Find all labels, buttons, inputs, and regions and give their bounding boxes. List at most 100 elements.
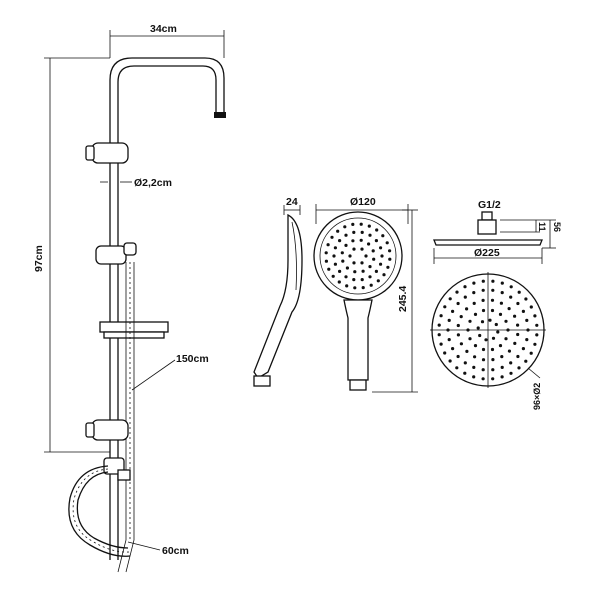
- overhead-nozzle-dot: [500, 375, 504, 379]
- hand-nozzle-dot: [360, 278, 364, 282]
- overhead-nozzle-dot: [521, 309, 526, 313]
- overhead-nozzle-dot: [437, 323, 441, 327]
- hand-nozzle-dot: [382, 273, 386, 277]
- overhead-nozzle-dot: [491, 288, 495, 292]
- overhead-shower-nozzles: [437, 279, 539, 381]
- hand-nozzle-dot: [352, 278, 356, 282]
- overhead-nozzle-dot: [468, 319, 472, 323]
- overhead-nozzle-dot: [448, 359, 452, 363]
- hand-nozzle-dot: [375, 228, 379, 232]
- hand-nozzle-dot: [331, 274, 335, 278]
- overhead-height-label: 56: [552, 222, 562, 232]
- overhead-nozzle-dot: [525, 338, 529, 342]
- overhead-nozzle-dot: [490, 298, 495, 302]
- overhead-diameter-label: Ø225: [474, 247, 500, 259]
- hand-nozzle-dot: [348, 254, 352, 258]
- overhead-nozzle-dot: [468, 337, 472, 341]
- hand-nozzle-dot: [368, 265, 372, 269]
- overhead-nozzle-dot: [456, 323, 460, 328]
- hand-nozzle-dot: [367, 242, 371, 246]
- hand-shower-front-view: [313, 204, 418, 393]
- overhead-shower-side-view: [433, 211, 556, 264]
- overhead-nozzle-dot: [529, 351, 533, 355]
- overhead-nozzle-dot: [491, 377, 495, 381]
- hand-nozzle-dot: [376, 279, 380, 283]
- overhead-nozzle-dot: [535, 323, 539, 327]
- overhead-shower-front-view: [430, 272, 546, 388]
- overhead-nozzle-dot: [473, 312, 478, 316]
- overhead-nozzle-dot: [521, 347, 526, 351]
- overhead-nozzle-dot: [509, 295, 513, 299]
- overhead-nozzle-dot: [490, 308, 495, 313]
- overhead-nozzle-dot: [478, 333, 482, 338]
- overhead-nozzle-dot: [516, 323, 520, 327]
- hand-nozzle-dot: [360, 261, 364, 265]
- hand-nozzle-dot: [371, 249, 375, 253]
- overhead-nozzle-dot: [507, 349, 511, 353]
- hand-nozzle-dot: [388, 257, 392, 261]
- hand-nozzle-dot: [360, 247, 364, 251]
- hand-nozzle-dot: [353, 270, 357, 274]
- overhead-nozzle-dot: [447, 318, 451, 322]
- hand-nozzle-dot: [341, 259, 345, 263]
- hand-nozzle-dot: [345, 266, 349, 270]
- overhead-nozzle-dot: [506, 328, 510, 332]
- pipe-diameter-label: Ø2,2cm: [134, 177, 172, 189]
- overhead-nozzle-dot: [504, 337, 508, 341]
- overhead-nozzle-dot: [516, 301, 520, 306]
- overhead-nozzle-dot: [535, 333, 539, 337]
- hand-nozzle-dot: [379, 246, 383, 250]
- hand-thickness-label: 24: [286, 196, 298, 208]
- hand-nozzle-dot: [337, 280, 341, 284]
- overhead-nozzle-dot: [491, 336, 496, 340]
- hand-nozzle-dot: [327, 267, 331, 271]
- overhead-nozzle-dot: [500, 355, 504, 359]
- overhead-nozzle-dot: [480, 320, 485, 324]
- overhead-nozzle-dot: [448, 297, 452, 301]
- overhead-nozzle-dot: [509, 361, 513, 365]
- overhead-nozzle-dot: [488, 318, 492, 322]
- overhead-nozzle-dot: [481, 279, 485, 283]
- overhead-nozzle-dot: [476, 326, 480, 330]
- hand-nozzle-dot: [324, 259, 328, 263]
- overhead-nozzle-dot: [498, 312, 503, 316]
- hand-nozzle-dot: [386, 265, 390, 269]
- overhead-nozzle-dot: [524, 297, 528, 301]
- overhead-nozzle-dot: [451, 347, 455, 351]
- overhead-nozzle-dot: [463, 285, 467, 289]
- hand-nozzle-dot: [361, 286, 365, 290]
- hand-nozzle-dot: [374, 269, 378, 273]
- hand-nozzle-dot: [330, 235, 334, 239]
- overhead-nozzle-dot: [459, 315, 463, 319]
- hand-nozzle-dot: [352, 261, 356, 265]
- overhead-nozzle-dot: [500, 365, 504, 369]
- overhead-nozzle-dot: [533, 342, 537, 346]
- overhead-thread-label: G1/2: [478, 199, 501, 211]
- hand-nozzle-dot: [388, 249, 392, 253]
- shower-column: [44, 30, 226, 573]
- hand-nozzle-dot: [333, 246, 337, 250]
- hand-nozzle-dot: [352, 247, 356, 251]
- hand-nozzle-dot: [332, 254, 336, 258]
- overhead-nozzle-dot: [447, 338, 451, 342]
- hand-nozzle-dot: [344, 243, 348, 247]
- overhead-nozzle-dot: [443, 351, 447, 355]
- overhead-nozzle-dot: [499, 301, 503, 305]
- hand-nozzle-dot: [361, 269, 365, 273]
- hand-nozzle-dot: [381, 234, 385, 238]
- overhead-nozzle-dot: [516, 354, 520, 359]
- overhead-nozzle-dot: [437, 333, 441, 337]
- overhead-nozzle-dot: [481, 308, 486, 313]
- overhead-nozzle-dot: [472, 281, 476, 285]
- overhead-small-dim-label: 11: [537, 222, 547, 232]
- hand-diameter-label: Ø120: [350, 196, 376, 208]
- nozzle-count-label: 96×Ø2: [532, 383, 542, 410]
- overhead-nozzle-dot: [459, 342, 463, 346]
- total-height-label: 97cm: [33, 245, 45, 272]
- hose-length-label: 150cm: [176, 353, 209, 365]
- hand-nozzle-dot: [353, 286, 357, 290]
- hand-nozzle-dot: [343, 225, 347, 229]
- overhead-nozzle-dot: [504, 319, 508, 323]
- overhead-nozzle-dot: [439, 314, 443, 318]
